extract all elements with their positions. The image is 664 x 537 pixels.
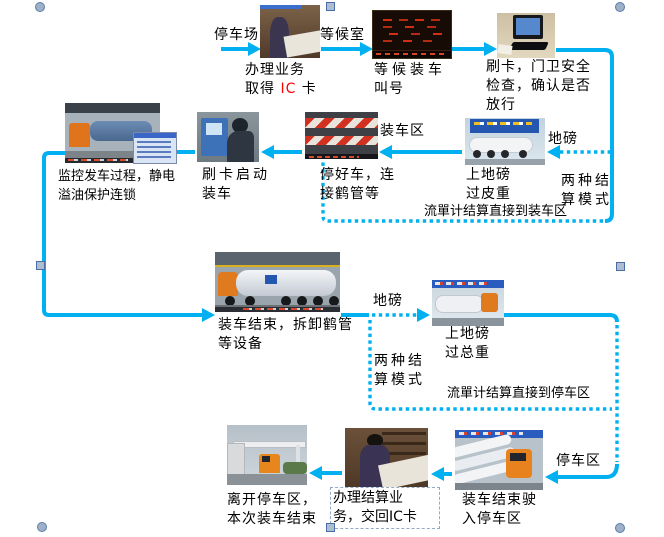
weigh-tare-line2: 过皮重 — [466, 186, 511, 202]
weigh-gross-line1: 上地磅 — [445, 326, 490, 342]
modes2-line2: 算模式 — [374, 372, 425, 388]
label-parking-lot: 停车场 — [214, 27, 259, 43]
handle-top-left[interactable] — [35, 2, 45, 12]
label-parking-area: 停车区 — [556, 453, 601, 469]
handle-bottom-middle[interactable] — [326, 523, 335, 532]
leave-line2: 本次装车结束 — [227, 511, 317, 527]
label-wait-call: 等候装车 叫号 — [374, 61, 446, 99]
park-connect-line2: 接鹤管等 — [320, 186, 380, 202]
photo-gate-computer — [497, 13, 555, 58]
load-done-line2: 等设备 — [218, 336, 263, 352]
label-weigh-gross: 上地磅 过总重 — [445, 325, 490, 363]
label-enter-parking: 装车结束驶 入停车区 — [462, 491, 537, 529]
settle-line1: 办理结算业 — [333, 490, 403, 506]
label-two-modes-2: 两种结 算模式 — [374, 352, 425, 390]
enter-park-line1: 装车结束驶 — [462, 492, 537, 508]
label-register-ic: 办理业务 取得 IC 卡 — [245, 61, 317, 99]
photo-weighbridge-gross — [432, 280, 504, 326]
label-register-line2: 取得 IC 卡 — [245, 80, 317, 99]
textbox-settle-return-ic[interactable]: 办理结算业 务，交回IC卡 — [330, 487, 440, 529]
enter-park-line2: 入停车区 — [462, 511, 522, 527]
photo-led-call-board — [372, 10, 452, 59]
label-park-connect: 停好车，连 接鹤管等 — [320, 166, 395, 204]
gate-line3: 放行 — [486, 97, 516, 113]
label-gate-check: 刷卡，门卫安全 检查，确认是否 放行 — [486, 58, 591, 115]
label-loading-area: 装车区 — [380, 123, 425, 139]
modes2-line1: 两种结 — [374, 353, 425, 369]
label-two-modes-1: 两种结 算模式 — [561, 172, 612, 210]
swipe-line2: 装车 — [202, 186, 232, 202]
monitor-line2: 溢油保护连锁 — [58, 188, 137, 203]
photo-weighbridge-tare — [465, 118, 545, 165]
park-connect-line1: 停好车，连 — [320, 167, 395, 183]
label-weighbridge-2: 地磅 — [373, 293, 403, 309]
handle-middle-right[interactable] — [616, 262, 625, 271]
settle-prefix: 务，交回 — [333, 509, 389, 525]
load-done-line1: 装车结束，拆卸鹤管 — [218, 317, 353, 333]
wait-call-line2: 叫号 — [374, 81, 404, 97]
label-flowmeter-to-parking: 流單计结算直接到停车区 — [447, 386, 591, 401]
modes1-line1: 两种结 — [561, 173, 612, 189]
handle-top-middle[interactable] — [326, 2, 335, 11]
handle-bottom-right[interactable] — [615, 523, 625, 533]
modes1-line2: 算模式 — [561, 192, 612, 208]
register-prefix: 取得 — [245, 81, 281, 97]
swipe-line1: 刷卡启动 — [202, 167, 270, 183]
wait-call-line1: 等候装车 — [374, 62, 446, 78]
settle-ic-blue: IC — [389, 509, 403, 525]
label-waiting-room: 等候室 — [320, 27, 365, 43]
gate-line1: 刷卡，门卫安全 — [486, 59, 591, 75]
label-loading-done: 装车结束，拆卸鹤管 等设备 — [218, 316, 353, 354]
photo-card-reader — [197, 112, 259, 162]
label-weighbridge-1: 地磅 — [548, 131, 578, 147]
monitor-ui-window — [133, 132, 177, 164]
photo-settle-counter — [345, 428, 428, 488]
photo-loading-done-truck — [215, 252, 340, 312]
monitor-line1: 监控发车过程，静电 — [58, 169, 176, 184]
register-suffix: 卡 — [296, 81, 317, 97]
photo-exit-gate — [227, 425, 307, 485]
label-weigh-tare: 上地磅 过皮重 — [466, 166, 511, 204]
gate-line2: 检查，确认是否 — [486, 78, 591, 94]
label-swipe-start: 刷卡启动 装车 — [202, 166, 270, 204]
label-register-line1: 办理业务 — [245, 62, 305, 78]
weigh-tare-line1: 上地磅 — [466, 167, 511, 183]
weigh-gross-line2: 过总重 — [445, 345, 490, 361]
handle-bottom-left[interactable] — [37, 522, 47, 532]
settle-suffix: 卡 — [402, 509, 417, 525]
handle-top-right[interactable] — [615, 2, 625, 12]
leave-line1: 离开停车区， — [227, 492, 317, 508]
settle-line2: 务，交回IC卡 — [333, 508, 437, 527]
label-monitor-dispatch: 监控发车过程，静电 溢油保护连锁 — [58, 167, 175, 205]
label-flowmeter-to-loading: 流單计结算直接到装车区 — [424, 204, 568, 219]
register-ic-red: IC — [280, 81, 297, 97]
photo-loading-bay — [305, 112, 378, 159]
photo-parked-tankers — [455, 430, 543, 490]
photo-register-counter — [260, 5, 320, 58]
handle-middle-left[interactable] — [36, 261, 45, 270]
label-leave-parking: 离开停车区， 本次装车结束 — [227, 491, 317, 529]
